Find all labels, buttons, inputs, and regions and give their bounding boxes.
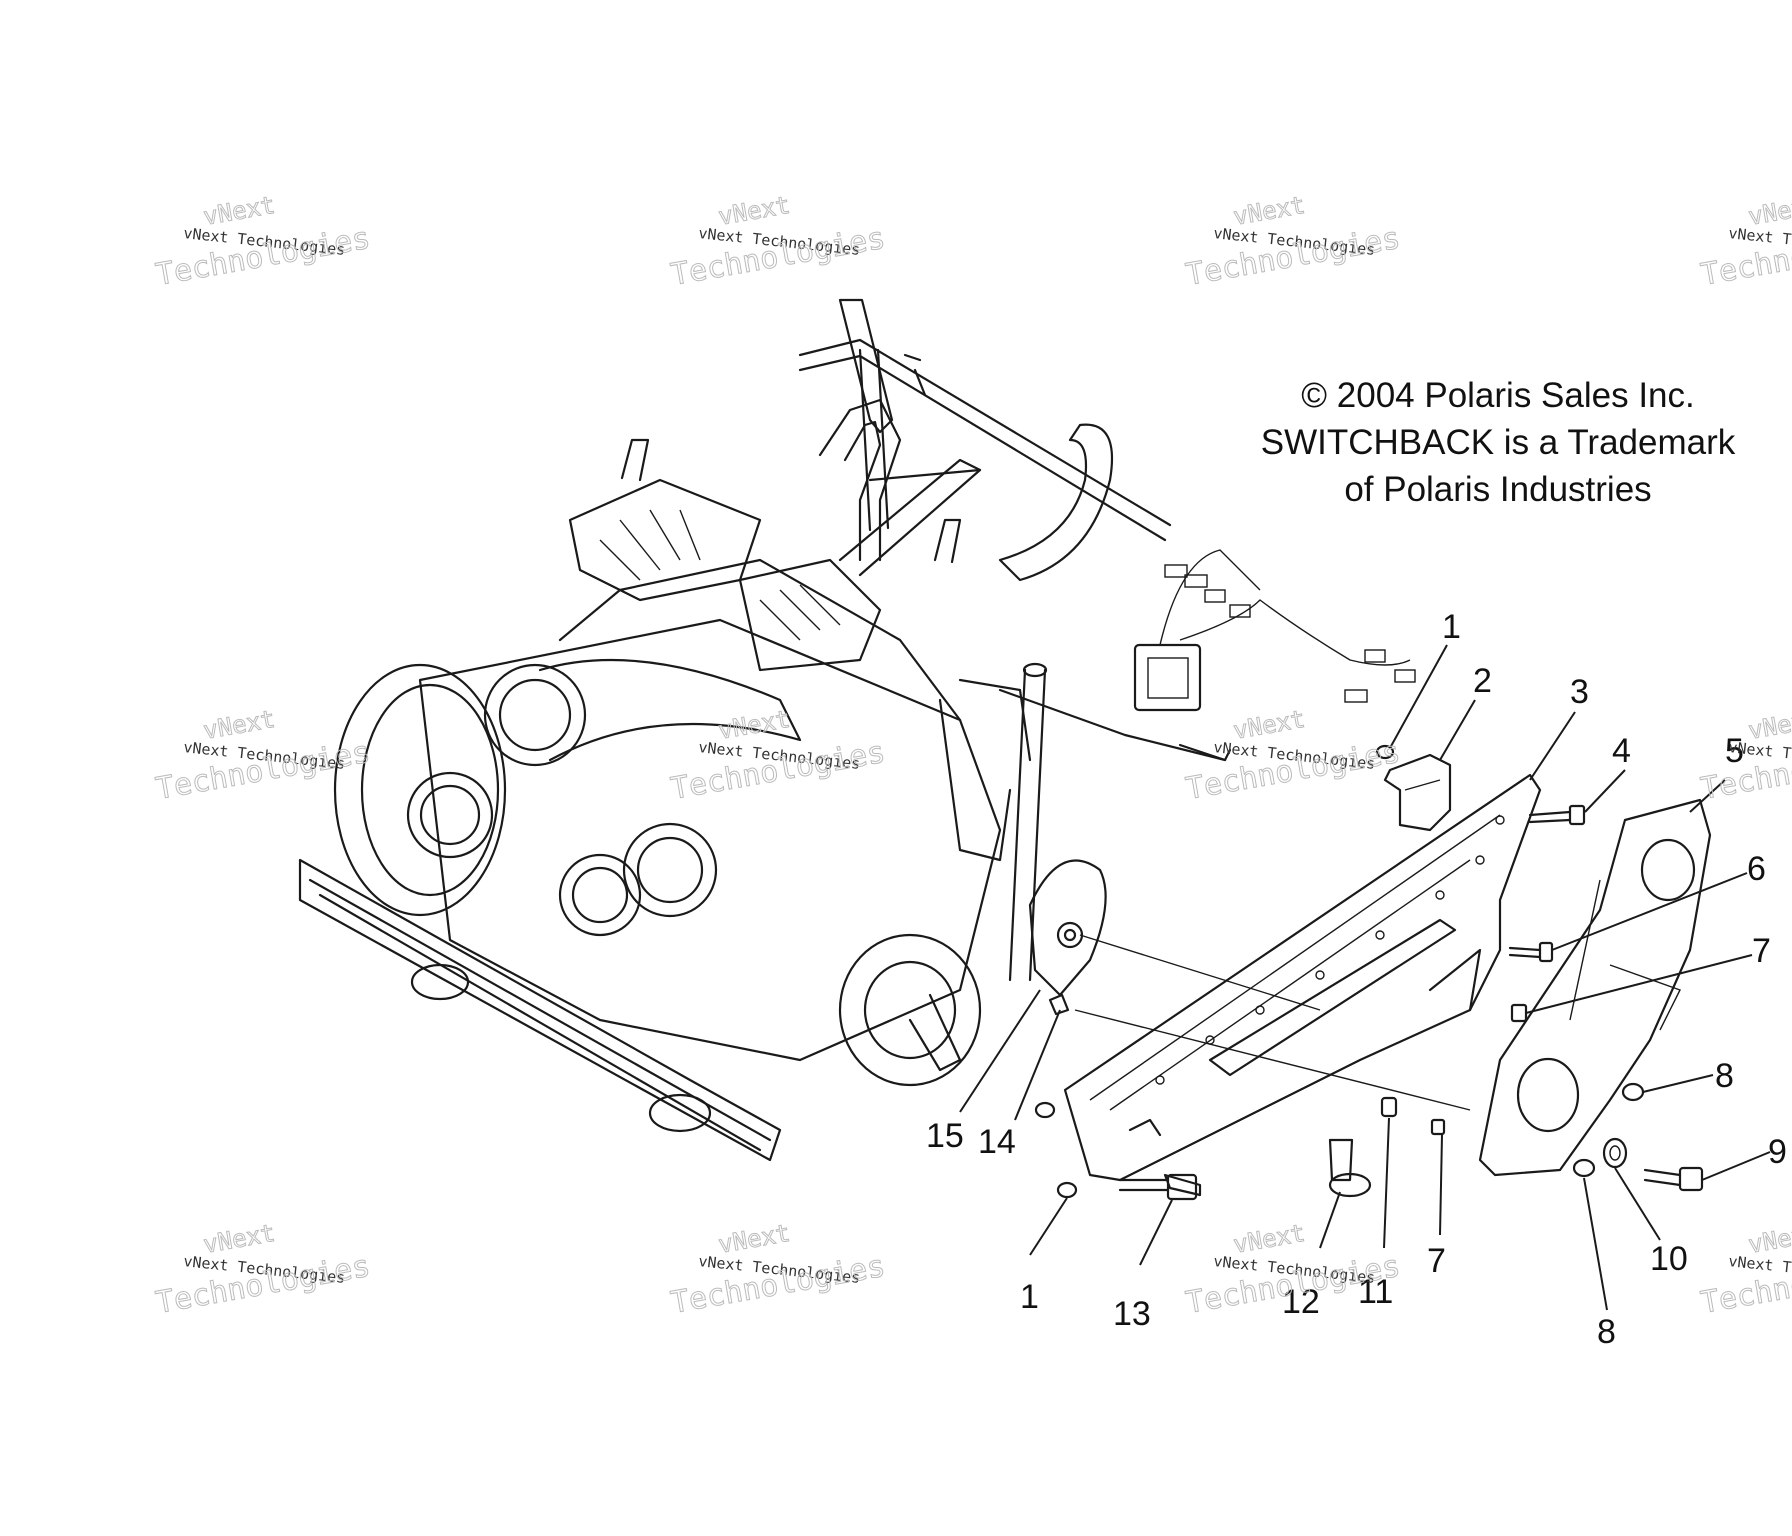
- callout-2: 2: [1473, 662, 1492, 700]
- watermark: vNext Technologies vNext Technologies: [668, 704, 889, 807]
- svg-text:vNext: vNext: [1746, 1219, 1792, 1259]
- svg-text:vNext: vNext: [1231, 705, 1307, 745]
- engine-mount-part: [1028, 859, 1471, 1111]
- callout-5: 5: [1725, 732, 1744, 770]
- engine-mount-bracket-left: [1063, 773, 1542, 1182]
- callout-11: 11: [1358, 1273, 1393, 1311]
- callout-7-bottom: 7: [1427, 1242, 1446, 1280]
- callout-1-bottom: 1: [1020, 1278, 1039, 1316]
- watermark: vNext Technologies vNext Technologies: [1698, 704, 1792, 807]
- svg-text:vNext: vNext: [1746, 705, 1792, 745]
- svg-text:vNext: vNext: [201, 1219, 277, 1259]
- watermark: vNext Technologies vNext Technologies: [153, 704, 374, 807]
- callout-8-bottom: 8: [1597, 1313, 1616, 1351]
- watermark: vNext Technologies vNext Technologies: [1183, 190, 1404, 293]
- callout-15: 15: [926, 1117, 964, 1155]
- callout-13: 13: [1113, 1295, 1151, 1333]
- fasteners: [1034, 744, 1704, 1201]
- trademark-owner-line: of Polaris Industries: [1344, 470, 1652, 509]
- svg-text:vNext: vNext: [716, 1219, 792, 1259]
- svg-text:vNext: vNext: [716, 705, 792, 745]
- callouts: 1 2 3 4 5 6 7 8 9 10 8 7 11 12 13 1 14 1…: [926, 608, 1787, 1351]
- trademark-line: SWITCHBACK is a Trademark: [1260, 423, 1736, 462]
- callout-14: 14: [978, 1123, 1016, 1161]
- svg-text:vNext: vNext: [1746, 191, 1792, 231]
- svg-text:vNext: vNext: [1231, 1219, 1307, 1259]
- callout-12: 12: [1282, 1283, 1320, 1321]
- svg-text:vNext: vNext: [1231, 191, 1307, 231]
- copyright-notice: © 2004 Polaris Sales Inc. SWITCHBACK is …: [1238, 372, 1758, 513]
- callout-4: 4: [1612, 732, 1631, 770]
- callout-6: 6: [1747, 850, 1766, 888]
- callout-1-top: 1: [1442, 608, 1461, 646]
- callout-7-right: 7: [1752, 932, 1771, 970]
- svg-text:vNext: vNext: [716, 191, 792, 231]
- watermark: vNext Technologies vNext Technologies: [1698, 1218, 1792, 1321]
- watermark: vNext Technologies vNext Technologies: [668, 190, 889, 293]
- leader-lines: [959, 644, 1771, 1311]
- svg-text:vNext: vNext: [201, 191, 277, 231]
- callout-9: 9: [1768, 1133, 1787, 1171]
- watermark: vNext Technologies vNext Technologies: [1183, 704, 1404, 807]
- clamp-part: [1383, 753, 1452, 832]
- copyright-line: © 2004 Polaris Sales Inc.: [1301, 376, 1695, 415]
- engine-mount-plate-right: [1478, 798, 1712, 1177]
- callout-10: 10: [1650, 1240, 1688, 1278]
- watermark: vNext Technologies vNext Technologies: [153, 1218, 374, 1321]
- svg-text:vNext: vNext: [201, 705, 277, 745]
- watermark: vNext Technologies vNext Technologies: [1698, 190, 1792, 293]
- callout-3: 3: [1570, 673, 1589, 711]
- watermark: vNext Technologies vNext Technologies: [153, 190, 374, 293]
- callout-8-right: 8: [1715, 1057, 1734, 1095]
- watermark: vNext Technologies vNext Technologies: [668, 1218, 889, 1321]
